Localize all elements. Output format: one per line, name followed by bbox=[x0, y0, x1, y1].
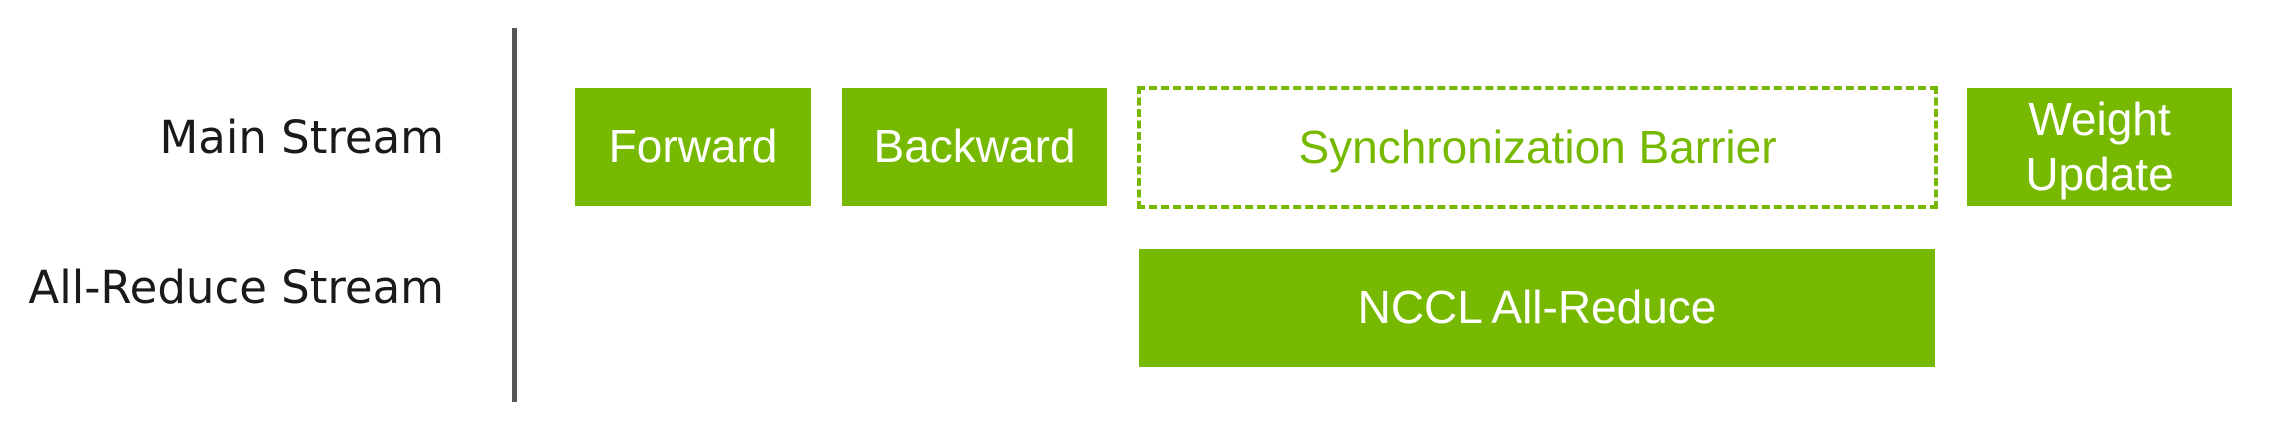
nccl-allreduce-block: NCCL All-Reduce bbox=[1139, 249, 1935, 367]
weight-update-block: Weight Update bbox=[1967, 88, 2232, 206]
backward-label: Backward bbox=[873, 120, 1076, 173]
backward-block: Backward bbox=[842, 88, 1107, 206]
weight-update-label-line2: Update bbox=[2025, 148, 2174, 200]
synchronization-barrier-label: Synchronization Barrier bbox=[1298, 120, 1777, 173]
synchronization-barrier-block: Synchronization Barrier bbox=[1137, 86, 1938, 209]
nccl-allreduce-label: NCCL All-Reduce bbox=[1357, 281, 1717, 334]
weight-update-label-line1: Weight bbox=[2028, 92, 2171, 145]
vertical-divider bbox=[512, 28, 517, 402]
forward-label: Forward bbox=[608, 120, 778, 173]
forward-block: Forward bbox=[575, 88, 811, 206]
row-label-allreduce-stream: All-Reduce Stream bbox=[28, 261, 444, 314]
row-label-main-stream: Main Stream bbox=[159, 111, 444, 164]
weight-update-label: Weight Update bbox=[2025, 92, 2173, 202]
